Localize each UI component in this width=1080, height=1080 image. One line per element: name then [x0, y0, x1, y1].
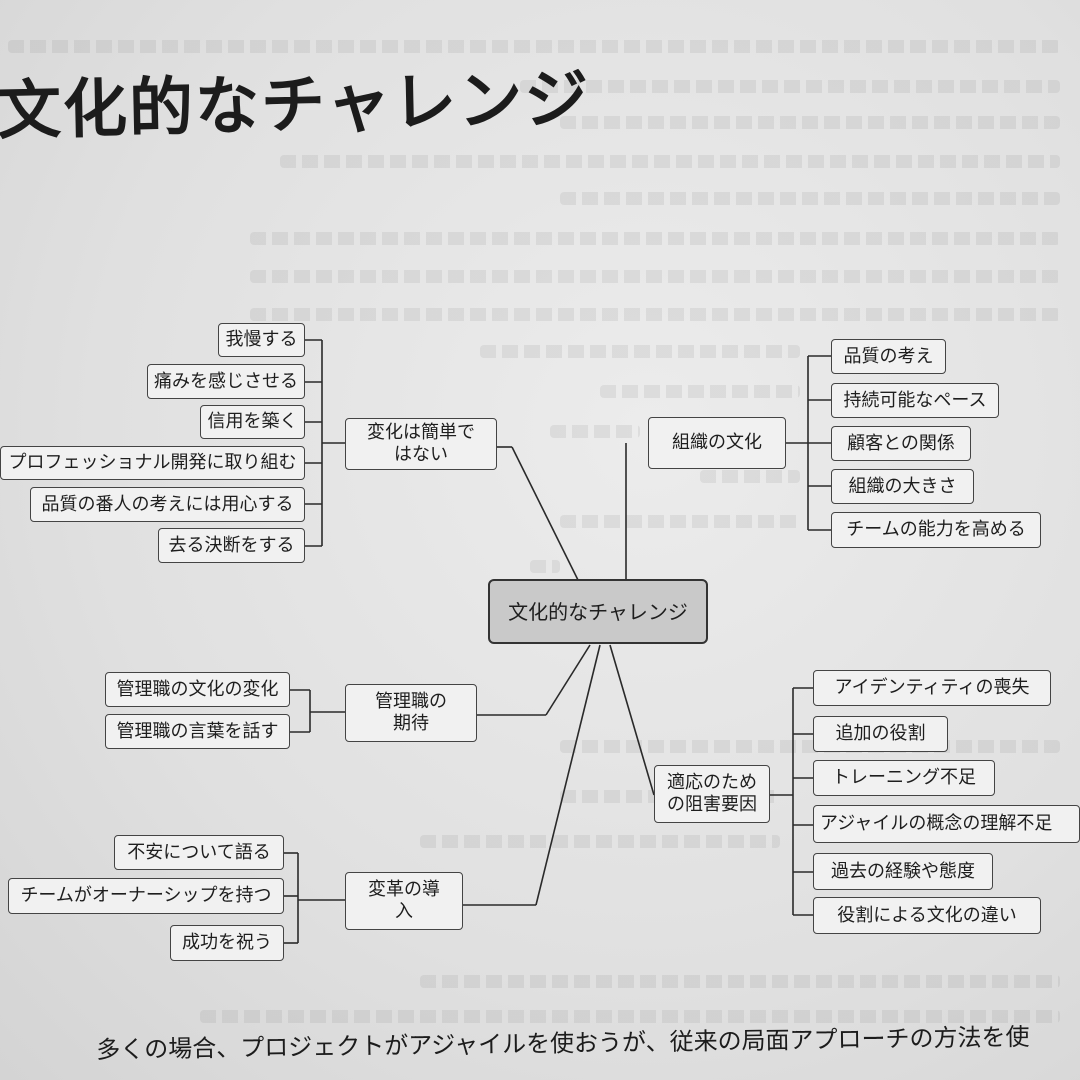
leaf-node: 品質の番人の考えには用心する [30, 487, 305, 522]
leaf-node: 成功を祝う [170, 925, 284, 961]
leaf-node: 不安について語る [114, 835, 284, 870]
leaf-node: 管理職の言葉を話す [105, 714, 290, 749]
leaf-node: 去る決断をする [158, 528, 305, 563]
leaf-node: 組織の大きさ [831, 469, 974, 504]
leaf-node: チームがオーナーシップを持つ [8, 878, 284, 914]
branch-node-change-not-easy: 変化は簡単ではない [345, 418, 497, 470]
leaf-node: 品質の考え [831, 339, 946, 374]
branch-node-introduce-change: 変革の導入 [345, 872, 463, 930]
connector-line [609, 644, 655, 796]
leaf-node: 持続可能なペース [831, 383, 999, 418]
leaf-node: 我慢する [218, 323, 305, 357]
leaf-node: アジャイルの概念の理解不足 [813, 805, 1080, 843]
leaf-node: 追加の役割 [813, 716, 948, 752]
leaf-node: 管理職の文化の変化 [105, 672, 290, 707]
leaf-node: 過去の経験や態度 [813, 853, 993, 890]
leaf-node: プロフェッショナル開発に取り組む [0, 446, 305, 480]
leaf-node: 顧客との関係 [831, 426, 971, 461]
branch-node-adaptation-obstacles: 適応のための阻害要因 [654, 765, 770, 823]
leaf-node: トレーニング不足 [813, 760, 995, 796]
branch-node-management-expectations: 管理職の期待 [345, 684, 477, 742]
leaf-node: チームの能力を高める [831, 512, 1041, 548]
connector-line [535, 644, 601, 906]
leaf-node: アイデンティティの喪失 [813, 670, 1051, 706]
branch-node-org-culture: 組織の文化 [648, 417, 786, 469]
connector-line [511, 446, 579, 581]
mindmap-center-node: 文化的なチャレンジ [488, 579, 708, 644]
leaf-node: 痛みを感じさせる [147, 364, 305, 399]
leaf-node: 信用を築く [200, 405, 305, 439]
leaf-node: 役割による文化の違い [813, 897, 1041, 934]
connector-line [545, 644, 591, 716]
